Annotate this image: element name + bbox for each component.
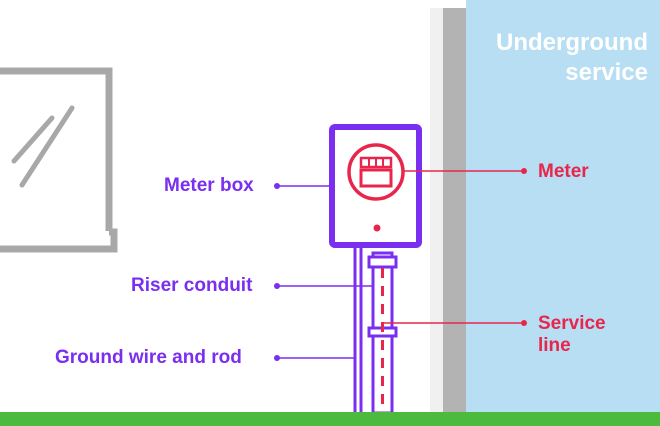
label-service-line-1: Service	[538, 313, 606, 334]
label-ground-wire: Ground wire and rod	[55, 347, 242, 368]
window-sill	[0, 228, 118, 253]
meter-box-dot	[373, 224, 381, 232]
conduit-collar-top	[367, 255, 398, 269]
label-riser-conduit: Riser conduit	[131, 275, 253, 296]
window-frame	[0, 67, 113, 231]
window	[0, 67, 118, 253]
window-glare-1	[11, 115, 55, 164]
window-glare-2	[19, 105, 75, 188]
leader-lines	[274, 168, 527, 361]
riser-conduit	[367, 251, 398, 415]
wall-inner-line	[430, 8, 443, 412]
wall-outer	[443, 8, 466, 412]
label-meter: Meter	[538, 161, 589, 182]
exterior-area	[466, 0, 660, 412]
title-line-2: service	[565, 59, 648, 86]
title: Underground service	[496, 28, 648, 88]
ground-wire	[353, 248, 363, 412]
label-service-line: Service line	[538, 313, 606, 357]
meter-icon	[347, 143, 405, 201]
ground-strip	[0, 412, 660, 426]
title-line-1: Underground	[496, 29, 648, 56]
label-meter-box: Meter box	[164, 175, 254, 196]
label-service-line-2: line	[538, 335, 571, 356]
